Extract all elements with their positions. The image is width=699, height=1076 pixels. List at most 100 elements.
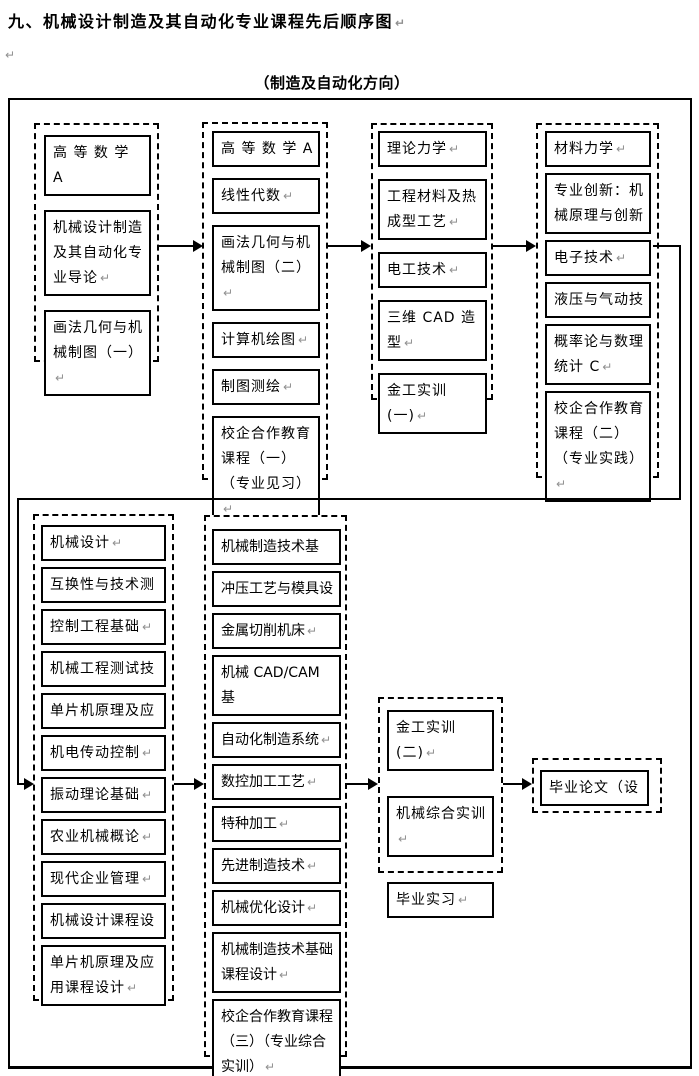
course-label: 单片机原理及应 [50, 703, 155, 719]
course-box: 金属切削机床↵ [212, 613, 341, 649]
arrow-term3-term4-head [526, 240, 536, 252]
paragraph-mark: ↵ [307, 775, 318, 789]
course-box: 画法几何与机械制图（一）↵ [44, 310, 151, 396]
paragraph-mark: ↵ [223, 502, 234, 516]
course-box: 理论力学↵ [378, 131, 487, 167]
course-group-semester-3-courses: 理论力学↵工程材料及热成型工艺↵电工技术↵三维 CAD 造型↵金工实训(一)↵ [371, 123, 493, 434]
paragraph-mark: ↵ [307, 901, 318, 915]
course-box: 互换性与技术测 [41, 567, 166, 603]
course-box: 现代企业管理↵ [41, 861, 166, 897]
course-label: 专业创新：机械原理与创新 [554, 183, 644, 224]
paragraph-mark: ↵ [449, 215, 460, 229]
paragraph-mark: ↵ [602, 360, 613, 374]
paragraph-mark: ↵ [404, 336, 415, 350]
course-group-semester-1-courses: 高 等 数 学 A 机械设计制造及其自动化专业导论↵ 画法几何与机械制图（一）↵ [34, 123, 159, 396]
paragraph-mark: ↵ [298, 333, 309, 347]
course-box: 画法几何与机械制图（二） ↵ [212, 225, 320, 311]
wrap-connector-right-line [679, 245, 681, 500]
course-box: 金工实训(二)↵ [387, 710, 494, 771]
course-label: 机械制造技术基 [221, 539, 319, 555]
paragraph-mark: ↵ [458, 893, 469, 907]
paragraph-mark: ↵ [616, 251, 627, 265]
course-box: 先进制造技术↵ [212, 848, 341, 884]
arrow-term1-term2-head [193, 240, 203, 252]
wrap-connector-entry-line [17, 783, 26, 785]
course-box: 机电传动控制↵ [41, 735, 166, 771]
arrow-term6-practice-head [368, 778, 378, 790]
course-label: 画法几何与机械制图（二） [221, 235, 311, 276]
course-label: 农业机械概论 [50, 829, 140, 845]
course-label: 金属切削机床 [221, 623, 305, 639]
paragraph-mark: ↵ [265, 1060, 276, 1074]
course-box: 农业机械概论↵ [41, 819, 166, 855]
course-label: 现代企业管理 [50, 871, 140, 887]
paragraph-mark: ↵ [142, 620, 153, 634]
course-box: 机械设计↵ [41, 525, 166, 561]
paragraph-mark: ↵ [398, 832, 409, 846]
course-label: 机械优化设计 [221, 900, 305, 916]
course-label: 金工实训(二) [396, 720, 456, 761]
course-label: 材料力学 [554, 141, 614, 157]
course-label: 单片机原理及应用课程设计 [50, 955, 155, 996]
paragraph-mark: ↵ [307, 624, 318, 638]
course-label: 毕业论文（设 [549, 780, 639, 796]
course-box: 自动化制造系统↵ [212, 722, 341, 758]
arrow-term5-term6-head [194, 778, 204, 790]
paragraph-mark: ↵ [142, 746, 153, 760]
course-box: 校企合作教育课程（三）（专业综合实训）↵ [212, 999, 341, 1076]
course-box: 机械设计课程设 [41, 903, 166, 939]
course-box: 高 等 数 学 A [212, 131, 320, 167]
course-label: 校企合作教育课程（二）（专业实践） [554, 401, 644, 467]
paragraph-mark: ↵ [395, 16, 406, 30]
course-box: 控制工程基础↵ [41, 609, 166, 645]
course-box: 冲压工艺与模具设 [212, 571, 341, 607]
course-box: 单片机原理及应用课程设计↵ [41, 945, 166, 1006]
paragraph-mark: ↵ [142, 788, 153, 802]
course-label: 高 等 数 学 A [221, 141, 314, 157]
paragraph-mark: ↵ [283, 380, 294, 394]
paragraph-mark: ↵ [279, 968, 290, 982]
course-group-semester-4-courses: 材料力学↵专业创新：机械原理与创新电子技术↵液压与气动技概率论与数理统计 C↵校… [536, 123, 659, 502]
course-group-thesis-course: 毕业论文（设 [532, 758, 662, 813]
wrap-connector-across-line [17, 498, 681, 500]
course-label: 概率论与数理统计 C [554, 334, 644, 375]
arrow-term2-term3-line [328, 245, 363, 247]
course-label: 高 等 数 学 A [53, 145, 130, 186]
course-box: 毕业实习↵ [387, 882, 494, 918]
course-label: 三维 CAD 造型 [387, 310, 477, 351]
wrap-connector-entry-head [24, 778, 34, 790]
page-title-text: 九、机械设计制造及其自动化专业课程先后顺序图 [8, 12, 394, 31]
course-label: 液压与气动技 [554, 292, 644, 308]
empty-paragraph-mark: ↵ [5, 48, 16, 62]
paragraph-mark: ↵ [100, 271, 111, 285]
paragraph-mark: ↵ [307, 859, 318, 873]
paragraph-mark: ↵ [112, 536, 123, 550]
course-box: 机械工程测试技 [41, 651, 166, 687]
course-label: 金工实训(一) [387, 383, 447, 424]
course-box: 数控加工工艺↵ [212, 764, 341, 800]
paragraph-mark: ↵ [556, 477, 567, 491]
course-box: 电子技术↵ [545, 240, 651, 276]
course-label: 计算机绘图 [221, 332, 296, 348]
arrow-practice-thesis-line [503, 783, 524, 785]
course-label: 机械设计制造及其自动化专业导论 [53, 220, 143, 286]
course-box: 专业创新：机械原理与创新 [545, 173, 651, 234]
course-box: 三维 CAD 造型↵ [378, 300, 487, 361]
course-box: 校企合作教育课程（二）（专业实践） ↵ [545, 391, 651, 502]
paragraph-mark: ↵ [223, 286, 234, 300]
course-label: 机械工程测试技 [50, 661, 155, 677]
course-label: 理论力学 [387, 141, 447, 157]
course-label: 机械综合实训 [396, 806, 486, 822]
page-title: 九、机械设计制造及其自动化专业课程先后顺序图↵ [8, 8, 405, 32]
course-box: 电工技术↵ [378, 252, 487, 288]
paragraph-mark: ↵ [142, 830, 153, 844]
wrap-connector-exit-line [653, 245, 681, 247]
course-group-practice-courses: 金工实训(二)↵机械综合实训↵毕业实习↵ [378, 697, 503, 918]
course-label: 电子技术 [554, 250, 614, 266]
course-box: 机械制造技术基础课程设计↵ [212, 932, 341, 993]
paragraph-mark: ↵ [425, 746, 436, 760]
course-group-semester-5-courses: 机械设计↵ 互换性与技术测控制工程基础↵ 机械工程测试技单片机原理及应机电传动控制↵… [33, 514, 174, 1006]
course-box: 特种加工↵ [212, 806, 341, 842]
course-box: 材料力学↵ [545, 131, 651, 167]
course-label: 数控加工工艺 [221, 774, 305, 790]
